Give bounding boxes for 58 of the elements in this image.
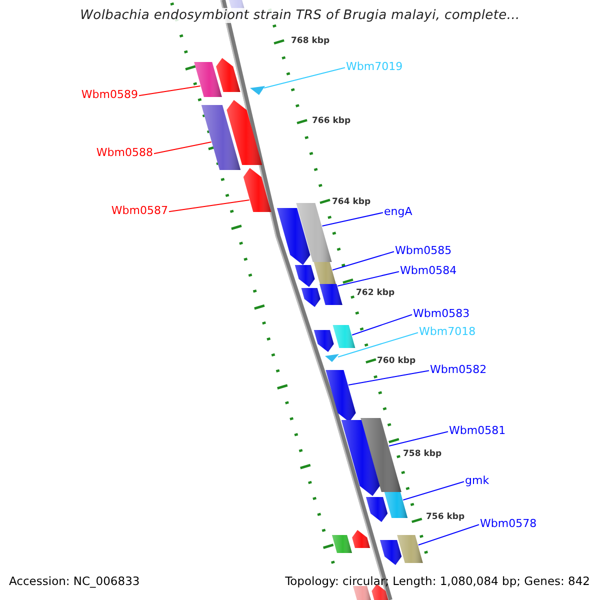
gene-feature [320, 284, 342, 305]
gene-feature [384, 492, 408, 518]
gene-feature [341, 420, 380, 496]
leader-line [338, 332, 418, 358]
gene-feature [325, 354, 339, 362]
gene-label: Wbm0587 [111, 204, 168, 218]
leader-line [348, 370, 430, 386]
gene-label: Wbm0584 [400, 264, 457, 278]
gene-feature [397, 535, 423, 563]
gene-label: Wbm0583 [413, 307, 470, 320]
scale-label: 764 kbp [332, 197, 371, 208]
gene-feature [194, 62, 222, 97]
leader-line [332, 251, 394, 270]
leader-line [388, 431, 448, 446]
gene-label: gmk [465, 474, 490, 488]
leader-line [138, 86, 201, 96]
gene-label: Wbm0578 [480, 517, 537, 530]
scale-label: 756 kbp [426, 512, 465, 522]
gene-label: Wbm0581 [449, 424, 506, 438]
leader-line [154, 142, 212, 154]
leader-line [168, 200, 250, 212]
leader-line [352, 314, 412, 336]
gene-label: Wbm0585 [395, 244, 452, 258]
leader-line [418, 524, 480, 546]
gene-feature [326, 370, 356, 422]
gene-label: Wbm0588 [96, 146, 153, 160]
gene-feature [366, 497, 388, 522]
scale-label: 768 kbp [291, 36, 330, 46]
gene-feature [353, 586, 371, 600]
gene-label: Wbm0589 [81, 88, 138, 102]
gene-feature [250, 86, 265, 95]
gene-feature [226, 100, 262, 165]
gene-feature [277, 208, 310, 265]
scale-label: 762 kbp [356, 288, 395, 298]
leader-line [402, 481, 464, 500]
gene-feature [301, 288, 320, 307]
gene-feature [216, 58, 240, 92]
diagram-title: Wolbachia endosymbiont strain TRS of Brugia malayi, complete... [80, 8, 520, 23]
footer-text: Accession: NC_006833 [9, 575, 140, 589]
gene-feature [243, 168, 272, 212]
gene-label: engA [384, 205, 412, 218]
leader-line [337, 271, 400, 286]
gene-feature [332, 535, 352, 553]
scale-label: 766 kbp [312, 116, 351, 126]
gene-feature [294, 265, 315, 287]
leader-line [264, 67, 346, 88]
gene-label: Wbm0582 [430, 363, 487, 376]
gene-label: Wbm7018 [419, 325, 476, 338]
gene-label: Wbm7019 [346, 60, 403, 74]
gene-feature [380, 540, 402, 565]
scale-label: 760 kbp [377, 356, 416, 366]
gene-feature [314, 262, 336, 285]
scale-label: 758 kbp [403, 449, 442, 460]
gene-feature [314, 330, 334, 352]
leader-line [322, 212, 384, 226]
footer-text: Topology: circular; Length: 1,080,084 bp; Genes: 842 [285, 575, 590, 589]
gene-feature [332, 325, 356, 348]
gene-feature [352, 530, 370, 548]
